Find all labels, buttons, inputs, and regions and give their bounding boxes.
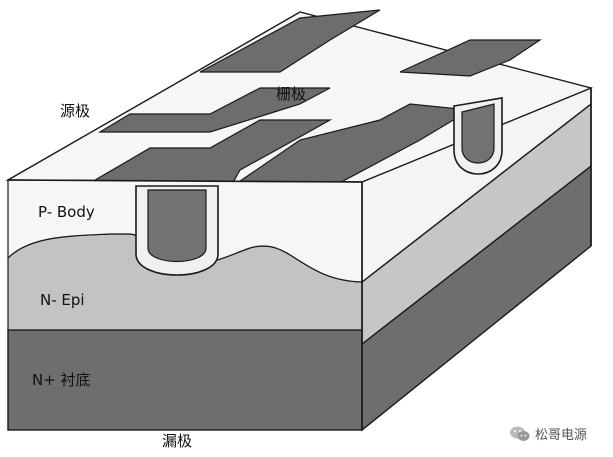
source-metal-strip [97,87,331,133]
n-substrate-label: N+ 衬底 [32,371,91,389]
back-trench-poly [461,103,495,164]
watermark-text: 松哥电源 [535,428,588,443]
block-outline [7,88,592,430]
gate-metal-right [399,39,542,77]
back-trench [453,97,503,175]
watermark: 松哥电源 [509,424,587,443]
front-trench-poly [147,189,207,263]
gate-metal-center [228,103,472,189]
gate-label: 栅极 [276,85,307,103]
p-body-label: P- Body [38,203,95,221]
drain-label: 漏极 [162,432,193,450]
source-label: 源极 [60,102,91,120]
wechat-icon [510,426,530,441]
top-metal [87,9,542,189]
gate-metal-top [199,9,381,73]
front-trench [135,185,219,276]
edge-front-top [7,179,363,183]
n-epi-label: N- Epi [40,291,85,309]
